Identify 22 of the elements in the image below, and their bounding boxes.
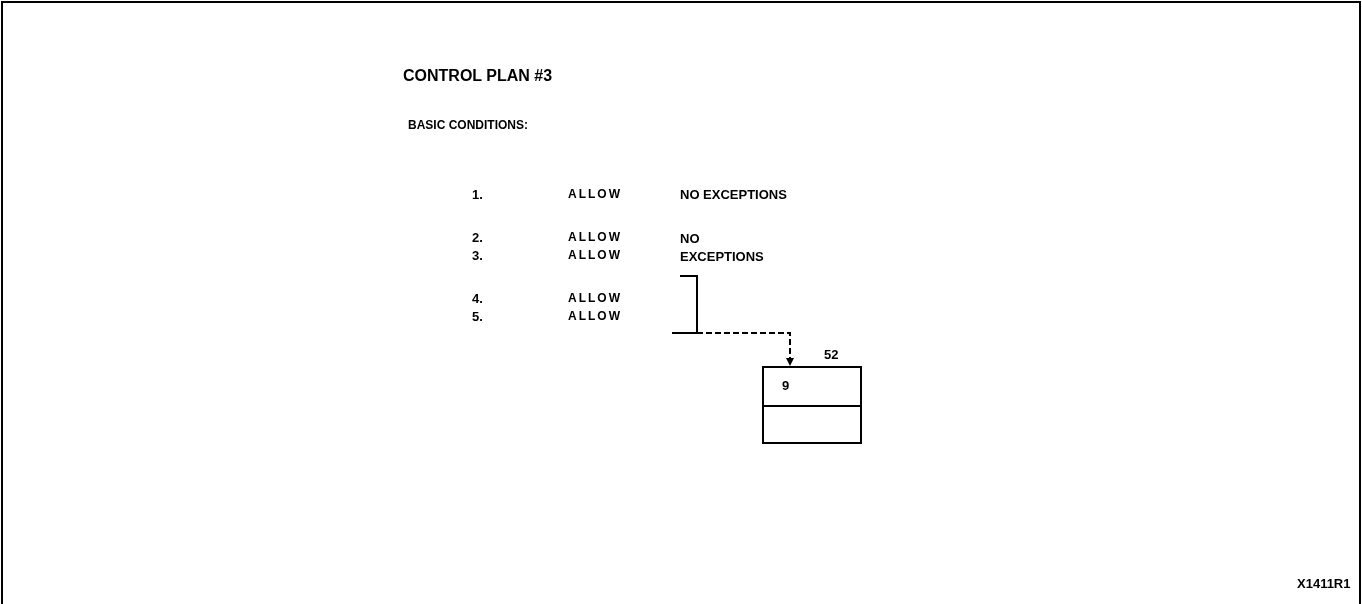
rule-value: ALLOW — [568, 249, 622, 261]
bracket — [671, 274, 699, 335]
rule-value: ALLOW — [568, 231, 622, 243]
cell-value: 9 — [782, 379, 790, 392]
row-number: 3. — [472, 249, 483, 262]
section-heading: BASIC CONDITIONS: — [408, 119, 528, 131]
figure-code: X1411R1 — [1297, 577, 1351, 590]
row-number: 4. — [472, 292, 483, 305]
table-cell — [762, 366, 862, 407]
title: CONTROL PLAN #3 — [403, 68, 553, 84]
cell-number: 52 — [824, 348, 839, 361]
row-number: 5. — [472, 310, 483, 323]
rule-value: ALLOW — [568, 310, 622, 322]
rule-note: NO EXCEPTIONS — [680, 188, 787, 201]
rule-note: EXCEPTIONS — [680, 250, 764, 263]
row-number: 2. — [472, 231, 483, 244]
rule-note: NO — [680, 232, 700, 245]
table-cell — [762, 405, 862, 444]
rule-value: ALLOW — [568, 188, 622, 200]
rule-value: ALLOW — [568, 292, 622, 304]
arrow — [696, 332, 794, 367]
row-number: 1. — [472, 188, 483, 201]
